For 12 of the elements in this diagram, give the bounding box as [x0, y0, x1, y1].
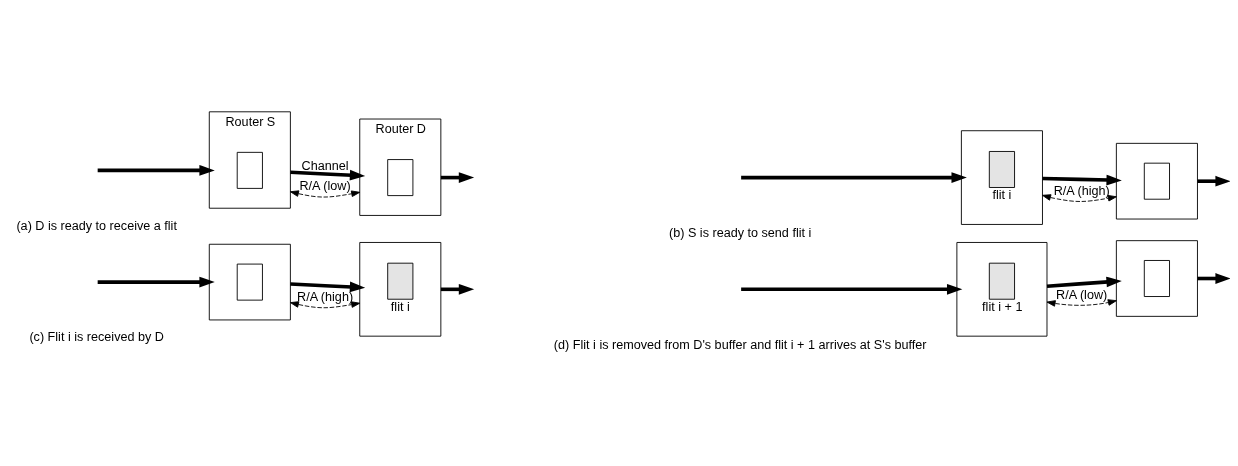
edge-label: R/A (low)	[299, 179, 351, 194]
label: (d) Flit i is removed from D's buffer and flit i + 1 arrives at S's buffer	[553, 337, 927, 352]
edge-label: R/A (high)	[297, 290, 354, 305]
edge-label: R/A (low)	[1056, 288, 1108, 303]
label: (a) D is ready to receive a flit	[16, 218, 177, 233]
edge-label: R/A (high)	[1053, 183, 1110, 198]
node-label: flit i + 1	[982, 300, 1023, 315]
node-label: flit i	[390, 300, 410, 315]
edge-label: Channel	[301, 158, 349, 173]
label: (c) Flit i is received by D	[29, 330, 164, 345]
node-label: flit i	[992, 188, 1012, 203]
label: (b) S is ready to send flit i	[669, 225, 812, 240]
